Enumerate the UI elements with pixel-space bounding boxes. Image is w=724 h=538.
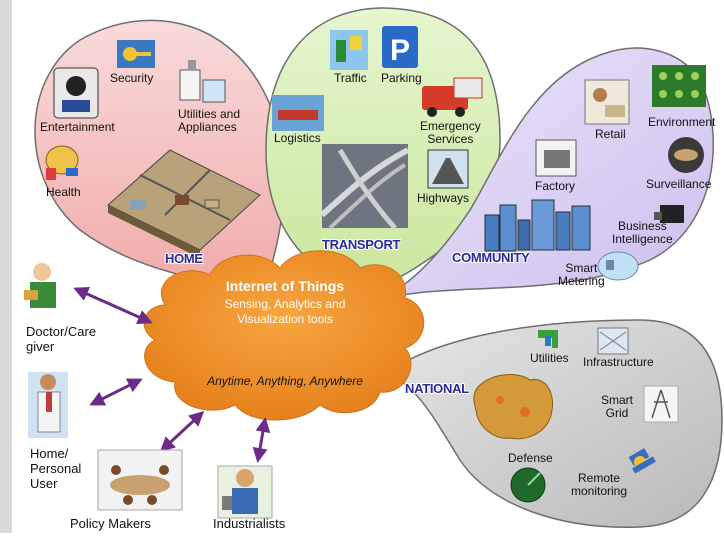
home-user-label: Home/ Personal User — [30, 446, 82, 491]
community-category-label: COMMUNITY — [452, 250, 530, 265]
policy-makers-label: Policy Makers — [70, 516, 151, 531]
remote-monitoring-label: Remote monitoring — [571, 471, 628, 498]
surveillance-label: Surveillance — [646, 177, 712, 191]
doctor-label: Doctor/Care giver — [26, 324, 97, 354]
entertainment-icon — [53, 67, 99, 119]
highway-image — [320, 144, 410, 230]
health-label: Health — [46, 185, 81, 199]
business-intelligence-icon — [654, 205, 684, 223]
smart-metering-label: Smart Metering — [558, 261, 605, 288]
transport-category-label: TRANSPORT — [322, 237, 401, 252]
utilities-tap-icon — [538, 330, 558, 348]
home-category-label: HOME — [165, 251, 203, 266]
iot-subtitle: Sensing, Analytics and Visualization too… — [224, 297, 346, 326]
national-category-label: NATIONAL — [405, 381, 469, 396]
policy-makers-icon — [97, 449, 183, 511]
logistics-label: Logistics — [274, 131, 321, 145]
infrastructure-icon — [597, 327, 629, 355]
smart-grid-label: Smart Grid — [601, 393, 634, 420]
iot-cloud — [143, 250, 425, 421]
surveillance-icon — [668, 137, 704, 173]
national-bubble — [386, 319, 723, 528]
utilities-appliances-icon — [179, 60, 226, 103]
remote-monitoring-satellite-icon — [628, 448, 656, 474]
connection-arrows — [73, 287, 271, 463]
arrow-doctor — [73, 287, 153, 324]
home-user-icon — [28, 372, 68, 438]
highways-label: Highways — [417, 191, 470, 205]
logistics-icon — [272, 95, 324, 131]
infrastructure-label: Infrastructure — [583, 355, 654, 369]
defense-label: Defense — [508, 451, 553, 465]
business-intelligence-label: Business Intelligence — [612, 219, 673, 246]
factory-label: Factory — [535, 179, 576, 193]
entertainment-label: Entertainment — [40, 120, 115, 134]
retail-icon — [584, 79, 630, 125]
health-icon — [45, 145, 79, 180]
highways-icon — [427, 149, 469, 189]
security-label: Security — [110, 71, 154, 85]
house-floorplan-image — [107, 149, 261, 258]
industrialists-label: Industrialists — [213, 516, 286, 531]
traffic-label: Traffic — [334, 71, 367, 85]
parking-label: Parking — [381, 71, 422, 85]
arrow-home-user — [89, 378, 143, 406]
national-utilities-label: Utilities — [530, 351, 569, 365]
security-icon — [117, 40, 155, 68]
factory-icon — [535, 139, 577, 177]
iot-tagline: Anytime, Anything, Anywhere — [207, 374, 363, 388]
emergency-services-icon — [422, 77, 483, 117]
retail-label: Retail — [595, 127, 626, 141]
iot-title: Internet of Things — [225, 278, 345, 294]
parking-icon: P — [382, 26, 418, 68]
emergency-services-label: Emergency Services — [420, 119, 481, 146]
parking-letter: P — [390, 34, 410, 67]
arrow-industrialists — [252, 417, 271, 463]
environment-label: Environment — [648, 115, 716, 129]
smart-metering-icon — [597, 251, 639, 281]
industrialists-icon — [217, 465, 273, 519]
left-border-strip — [0, 0, 12, 533]
arrow-policy — [159, 410, 205, 453]
utilities-appliances-label: Utilities and Appliances — [178, 107, 241, 134]
city-buildings-icon — [484, 199, 591, 252]
defense-radar-icon — [510, 467, 546, 503]
doctor-icon — [24, 263, 56, 308]
australia-map-image — [473, 374, 554, 440]
environment-icon — [652, 65, 706, 107]
traffic-icon — [330, 30, 368, 70]
smart-grid-icon — [643, 385, 679, 423]
